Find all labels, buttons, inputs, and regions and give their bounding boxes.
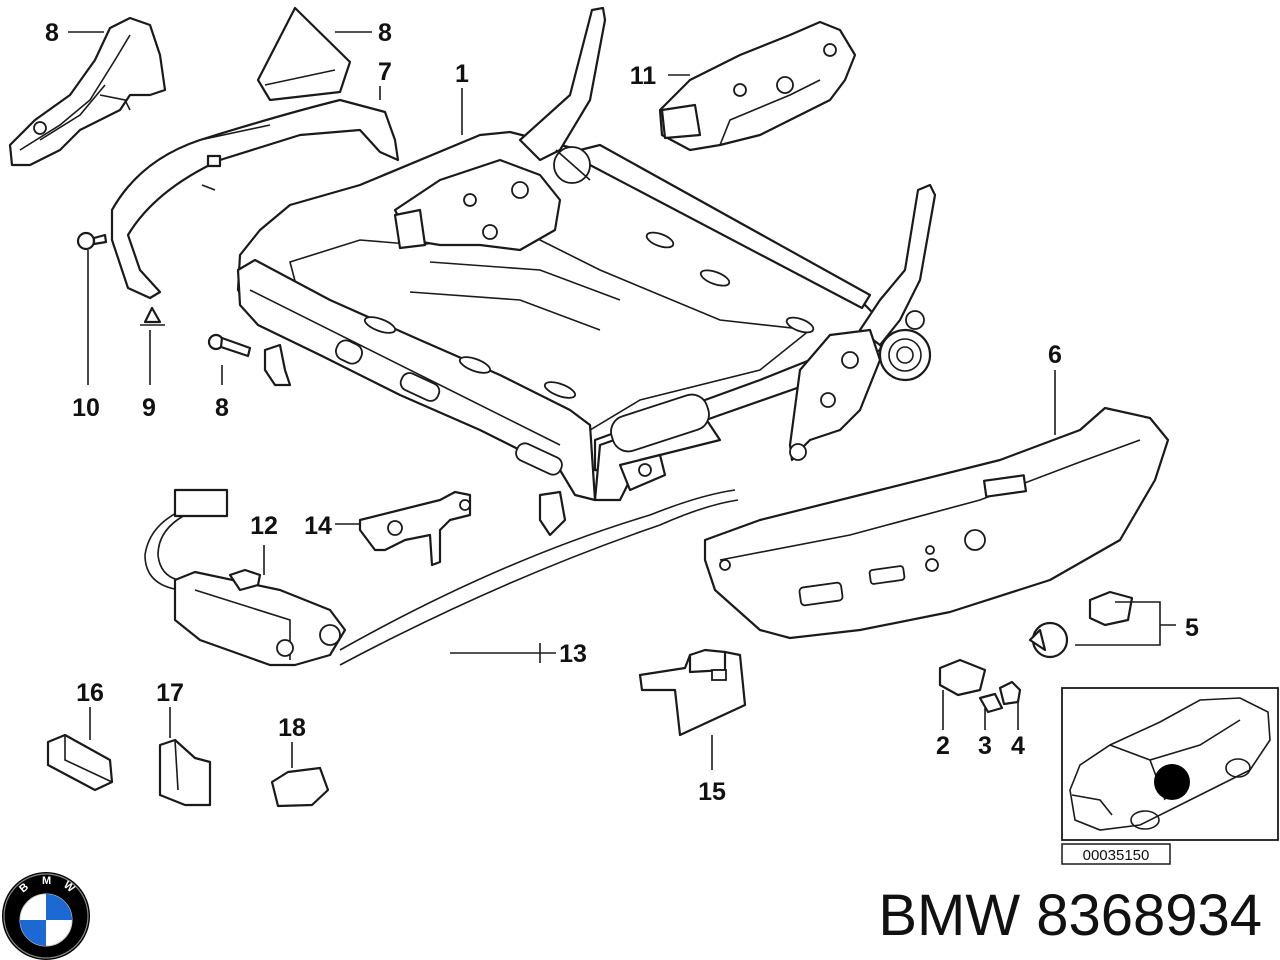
- part-7-trim-strip: [110, 98, 400, 300]
- part-6-side-trim: [703, 406, 1170, 640]
- part-5-switch: [1028, 590, 1134, 659]
- title-part-number: 8368934: [1036, 883, 1262, 948]
- title-space: [1020, 883, 1036, 948]
- callout-4: 4: [1011, 732, 1025, 760]
- callout-9: 8: [215, 394, 229, 422]
- part-10-clip: [140, 306, 165, 326]
- callout-13: 12: [250, 512, 278, 540]
- part-15-bracket: [358, 490, 472, 567]
- part-11-bolt: [76, 231, 108, 251]
- callout-15: 14: [304, 512, 332, 540]
- callout-5: 5: [1185, 614, 1199, 642]
- part-9-bolt: [207, 333, 252, 358]
- callout-19: 18: [278, 714, 306, 742]
- callout-labels: 8 8 7 1 11 6 10 9 8 12 14 13 5 2 3 4 15 …: [45, 19, 1199, 806]
- location-marker-icon: [1154, 764, 1190, 800]
- callout-14: 13: [559, 640, 587, 668]
- part-12-motor: [658, 20, 857, 152]
- callout-2: 2: [936, 732, 950, 760]
- leader-lines: [68, 31, 1176, 770]
- callout-16: 15: [698, 778, 726, 806]
- part-8-triangle-cover: [256, 6, 352, 102]
- part-16-panel: [638, 648, 747, 737]
- part-18-connector: [158, 738, 212, 807]
- part-19-cap: [270, 766, 330, 808]
- part-13-motor: [144, 488, 347, 667]
- callout-7: 7: [378, 58, 392, 86]
- callout-8-left: 8: [45, 19, 59, 47]
- callout-3: 3: [978, 732, 992, 760]
- car-locator-inset: 00035150: [1061, 687, 1279, 865]
- callout-6: 6: [1048, 341, 1062, 369]
- callout-1: 1: [455, 60, 469, 88]
- callout-17: 16: [76, 679, 104, 707]
- title-brand: BMW: [878, 883, 1020, 948]
- callout-8-top: 8: [378, 19, 392, 47]
- part-8-left-cover: [8, 16, 167, 167]
- reference-code: 00035150: [1083, 847, 1150, 864]
- callout-11: 10: [72, 394, 100, 422]
- part-14-cables: [339, 489, 739, 666]
- callout-12: 11: [630, 62, 657, 90]
- part-17-cap: [46, 733, 114, 792]
- parts-2-3-4-switches: [938, 658, 1022, 714]
- part-1-seat-frame: [236, 6, 937, 537]
- bmw-roundel-icon: B M W: [2, 872, 90, 960]
- logo-letter-m: M: [42, 875, 51, 887]
- page-title: BMW 8368934: [878, 883, 1262, 948]
- callout-10: 9: [142, 394, 156, 422]
- callout-18: 17: [156, 679, 184, 707]
